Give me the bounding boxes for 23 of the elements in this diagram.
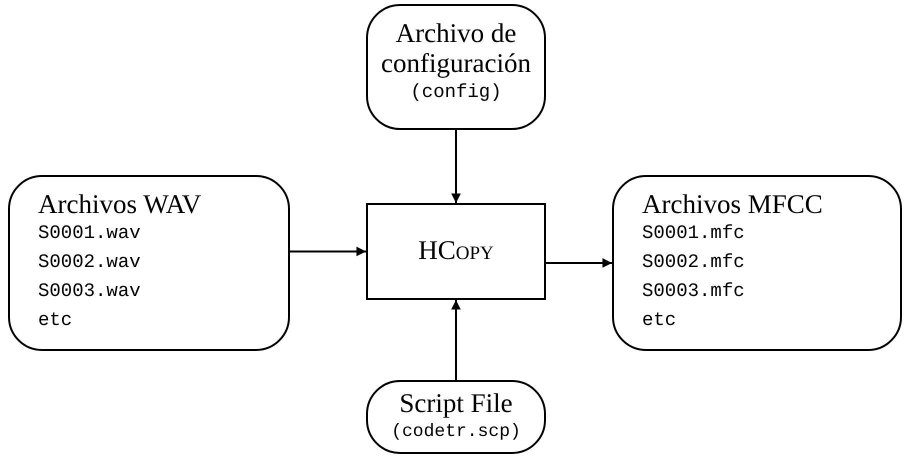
arrow	[451, 130, 461, 204]
file-name: (codetr.scp)	[390, 421, 522, 444]
file-name: S0002.mfc	[642, 250, 746, 275]
file-name: S0001.mfc	[642, 221, 746, 246]
file-box	[612, 175, 902, 351]
file-name: etc	[38, 308, 74, 333]
node-title: Archivo de configuración	[380, 18, 532, 78]
file-box	[8, 175, 290, 351]
file-name: S0003.mfc	[642, 279, 746, 304]
node-title: Archivos WAV	[38, 189, 202, 219]
process-box	[366, 203, 546, 300]
node-title: Archivos MFCC	[642, 189, 824, 219]
arrow	[290, 246, 366, 256]
arrow	[546, 258, 612, 268]
node-title: HCopy	[417, 235, 495, 265]
file-name: (config)	[409, 80, 503, 105]
node-title: Script File	[398, 388, 514, 418]
file-name: S0003.wav	[38, 279, 142, 304]
arrow	[451, 300, 461, 380]
file-box	[366, 4, 546, 130]
file-name: S0002.wav	[38, 250, 142, 275]
file-name: etc	[642, 308, 678, 333]
file-name: S0001.wav	[38, 221, 142, 246]
